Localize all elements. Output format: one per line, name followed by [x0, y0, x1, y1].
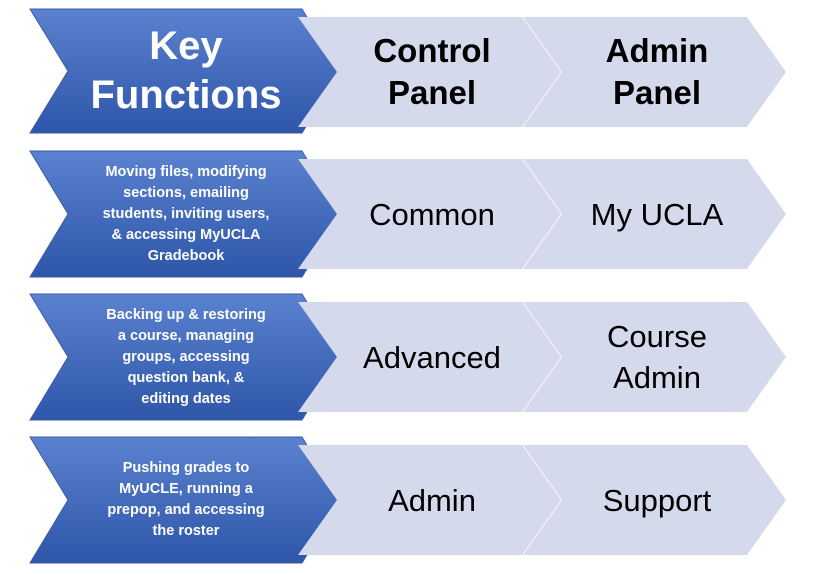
- header-control-panel-chevron: [298, 17, 561, 127]
- header-admin-panel-chevron: [523, 17, 786, 127]
- header-key-functions-chevron: [29, 8, 341, 134]
- row-2-control-panel-chevron: [298, 302, 561, 412]
- row-3-admin-panel-chevron: [523, 445, 786, 555]
- row-1-admin-panel-chevron: [523, 159, 786, 269]
- row-3-description-chevron: [29, 436, 341, 564]
- row-2-description-chevron: [29, 293, 341, 421]
- row-2-admin-panel-chevron: [523, 302, 786, 412]
- row-1-description-chevron: [29, 150, 341, 278]
- row-3-control-panel-chevron: [298, 445, 561, 555]
- row-1-control-panel-chevron: [298, 159, 561, 269]
